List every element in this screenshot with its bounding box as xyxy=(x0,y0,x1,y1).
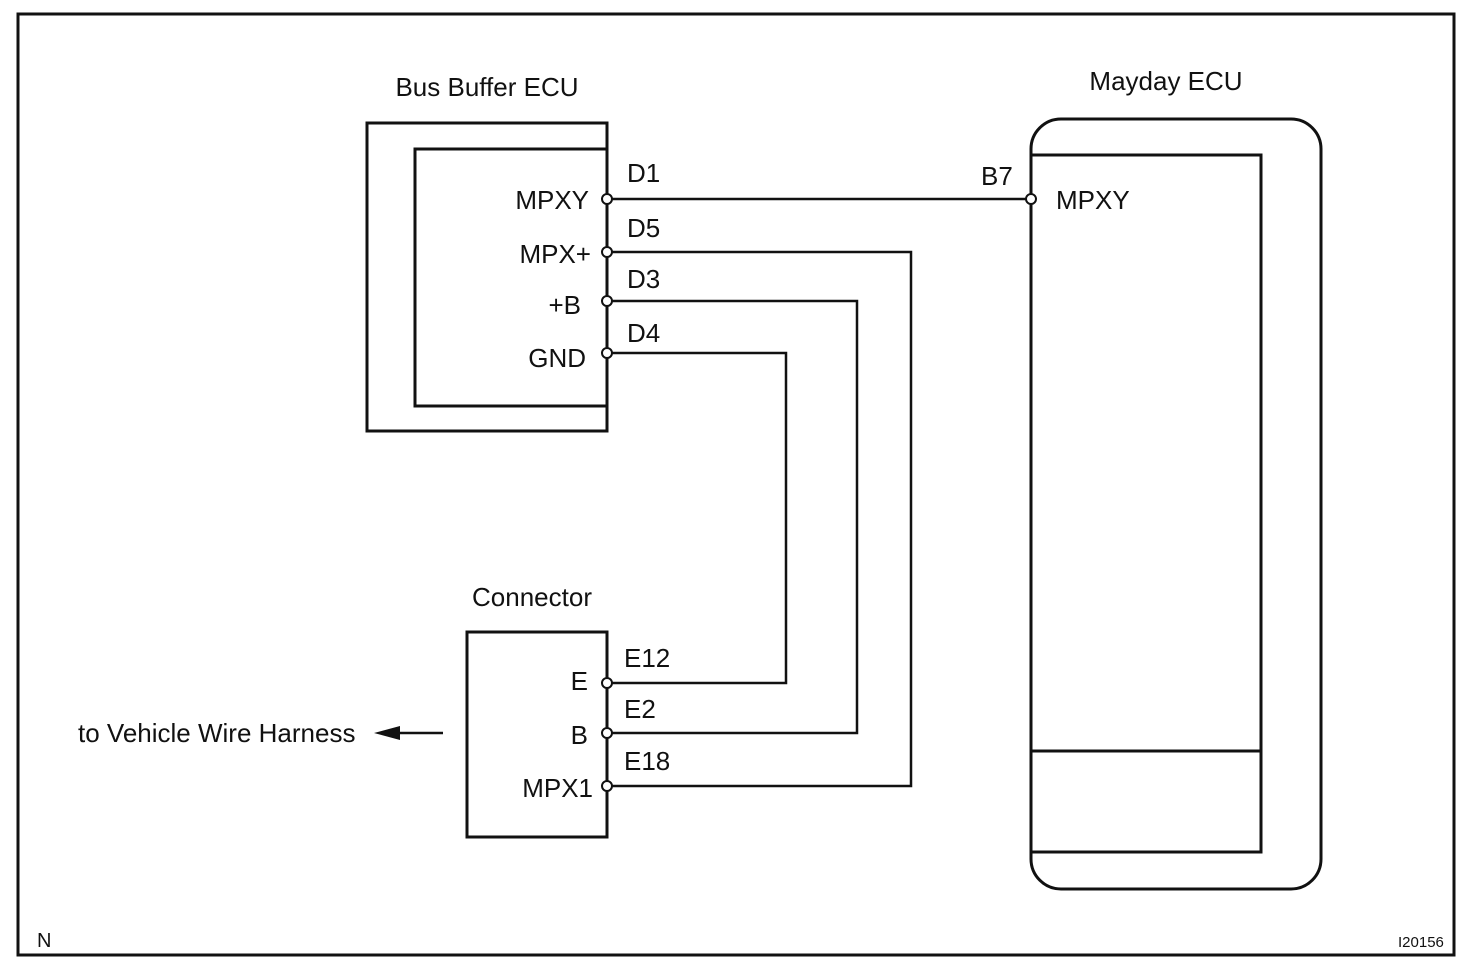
mayday-pin-label-mpxy: MPXY xyxy=(1056,185,1130,215)
diagram-frame xyxy=(16,12,1456,957)
pin-label-plus-b: +B xyxy=(548,290,581,320)
pin-label-gnd: GND xyxy=(528,343,586,373)
terminal-label-e18: E18 xyxy=(624,746,670,776)
wires xyxy=(607,197,1031,788)
terminal-b7 xyxy=(1025,193,1037,205)
terminal-e18 xyxy=(601,780,613,792)
connector-pin-label-e: E xyxy=(571,666,588,696)
mayday-ecu-title: Mayday ECU xyxy=(1089,66,1242,96)
connector: Connector E B MPX1 E12 E2 E18 xyxy=(465,582,670,839)
wire-d4-e12 xyxy=(607,351,788,685)
terminal-d4 xyxy=(601,347,613,359)
terminal-d3 xyxy=(601,295,613,307)
terminal-label-b7: B7 xyxy=(981,161,1013,191)
connector-pin-label-mpx1: MPX1 xyxy=(522,773,593,803)
terminal-label-e2: E2 xyxy=(624,694,656,724)
bus-buffer-ecu-outer-box xyxy=(365,121,609,433)
terminal-label-d1: D1 xyxy=(627,158,660,188)
terminal-d5 xyxy=(601,246,613,258)
bus-buffer-ecu-title: Bus Buffer ECU xyxy=(395,72,578,102)
figure-id: I20156 xyxy=(1398,934,1444,951)
connector-pin-label-b: B xyxy=(571,720,588,750)
mayday-ecu-inner-box xyxy=(1029,153,1263,854)
bus-buffer-ecu-inner-box xyxy=(413,147,607,408)
pin-label-mpx-plus: MPX+ xyxy=(519,239,591,269)
harness-arrow-head-icon xyxy=(374,726,400,740)
terminal-e2 xyxy=(601,727,613,739)
mayday-ecu: Mayday ECU MPXY B7 xyxy=(981,66,1323,891)
wire-d5-e18 xyxy=(607,250,913,788)
harness-note: to Vehicle Wire Harness xyxy=(78,718,443,748)
wire-d3-e2 xyxy=(607,299,859,735)
terminal-label-d5: D5 xyxy=(627,213,660,243)
bus-buffer-ecu: Bus Buffer ECU MPXY MPX+ +B GND D1 D5 D3… xyxy=(365,72,660,433)
pin-label-mpxy: MPXY xyxy=(515,185,589,215)
terminal-d1 xyxy=(601,193,613,205)
terminal-label-e12: E12 xyxy=(624,643,670,673)
connector-title: Connector xyxy=(472,582,592,612)
terminal-label-d4: D4 xyxy=(627,318,660,348)
corner-label: N xyxy=(37,930,51,952)
terminal-e12 xyxy=(601,677,613,689)
terminals xyxy=(601,193,1037,792)
mayday-ecu-outer-box xyxy=(1029,117,1323,891)
terminal-label-d3: D3 xyxy=(627,264,660,294)
harness-note-text: to Vehicle Wire Harness xyxy=(78,718,355,748)
